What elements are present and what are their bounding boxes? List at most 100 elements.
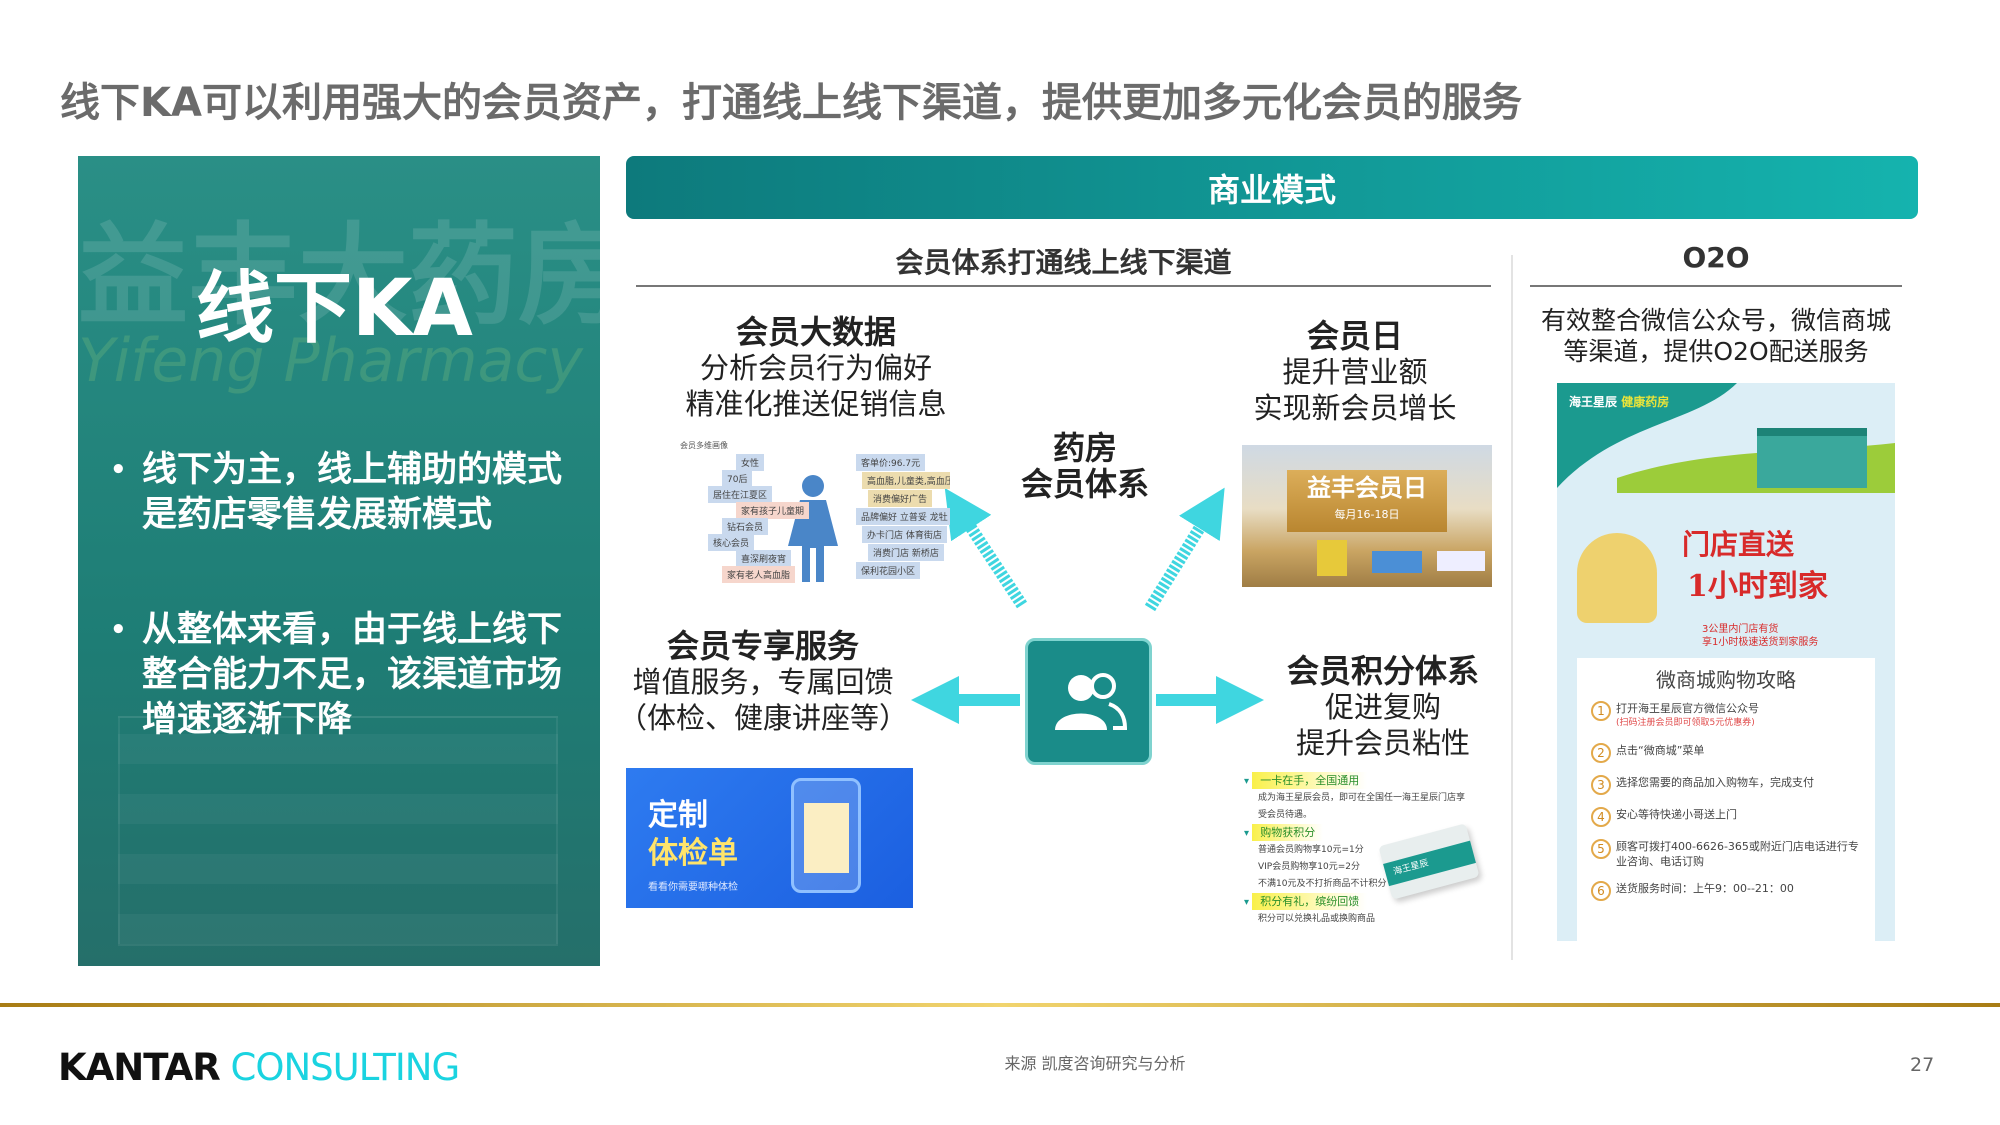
block-line: 精准化推送促销信息 (685, 387, 947, 421)
arrow-up-right (1144, 487, 1225, 612)
step-number: 2 (1591, 743, 1611, 763)
step-number: 5 (1591, 839, 1611, 859)
poster-slogan1: 门店直送 (1682, 528, 1795, 561)
step-number: 1 (1591, 701, 1611, 721)
points-item: ▾ 购物获积分 (1244, 824, 1489, 842)
bullet: •线下为主，线上辅助的模式是药店零售发展新模式 (110, 448, 590, 538)
block-line: 促进复购 (1324, 690, 1441, 724)
step-text: 点击“微商城”菜单 (1616, 744, 1705, 757)
block-line: 增值服务，专属回馈 (632, 665, 894, 699)
shelf-photo (118, 716, 558, 946)
persona-tag: 消费偏好广告 (868, 490, 933, 507)
bullet: •从整体来看，由于线上线下整合能力不足，该渠道市场增速逐渐下降 (110, 608, 590, 743)
step-note: (扫码注册会员即可领取5元优惠券) (1616, 718, 1755, 728)
logo-kantar: KANTAR (58, 1046, 221, 1089)
bullet-text: 线下为主，线上辅助的模式是药店零售发展新模式 (142, 450, 563, 535)
persona-caption: 会员多维画像 (680, 441, 728, 450)
logo-consulting: CONSULTING (230, 1046, 461, 1089)
block-title: 会员大数据 (735, 313, 896, 351)
banner-sub: 每月16-18日 (1334, 508, 1400, 521)
persona-tag: 品牌偏好 立普妥 龙牡 (856, 508, 950, 525)
source-note: 来源 凯度咨询研究与分析 (1004, 1054, 1186, 1073)
poster-note: 享1小时极速送货到家服务 (1702, 637, 1819, 648)
step-number: 4 (1591, 807, 1611, 827)
points-block: 会员积分体系 促进复购 提升会员粘性 (1233, 653, 1533, 761)
kantar-logo: KANTAR CONSULTING (58, 1046, 461, 1089)
poster-note: 3公里内门店有货 (1702, 624, 1779, 635)
section-title: 会员体系打通线上线下渠道 (895, 246, 1232, 279)
banner-title: 益丰会员日 (1307, 474, 1427, 502)
banner-line2: 体检单 (648, 836, 738, 871)
guide-step: 6 送货服务时间：上午9：00--21：00 (1591, 881, 1865, 901)
block-line: （体检、健康讲座等） (617, 701, 908, 735)
vertical-divider (1511, 255, 1513, 960)
persona-tag: 家有老人高血脂 (722, 566, 796, 583)
page-title: 线下KA可以利用强大的会员资产，打通线上线下渠道，提供更加多元化会员的服务 (60, 80, 1522, 126)
poster-slogan2: 1小时到家 (1687, 569, 1828, 604)
arrow-up-left (944, 487, 1028, 609)
banner-sub: 看看你需要哪种体检 (648, 882, 738, 893)
left-panel: 益丰大药房 Yifeng Pharmacy 线下KA •线下为主，线上辅助的模式… (78, 156, 600, 966)
points-heading: 积分有礼，缤纷回馈 (1252, 893, 1368, 910)
member-system-icon-box (1025, 638, 1152, 765)
persona-tag: 核心会员 (708, 534, 755, 551)
persona-tag: 办卡门店 体育街店 (862, 526, 947, 543)
step-text: 顾客可拨打400-6626-365或附近门店电话进行专业咨询、电话订购 (1616, 840, 1859, 868)
business-model-header: 商业模式 (626, 156, 1918, 219)
page-number: 27 (1910, 1054, 1935, 1076)
guide-step: 2 点击“微商城”菜单 (1591, 743, 1865, 763)
points-text: 受会员待遇。 (1258, 810, 1313, 820)
left-heading: 线下KA (196, 264, 473, 354)
points-text: VIP会员购物享10元=2分 (1258, 862, 1360, 872)
step-number: 6 (1591, 881, 1611, 901)
points-heading: 购物获积分 (1252, 824, 1324, 841)
o2o-title: O2O (1682, 241, 1750, 274)
divider (1530, 285, 1902, 287)
persona-tag: 消费门店 新桥店 (868, 544, 944, 561)
guide-title: 微商城购物攻略 (1656, 668, 1796, 692)
desc-line: 等渠道，提供O2O配送服务 (1563, 337, 1869, 366)
step-text: 送货服务时间：上午9：00--21：00 (1616, 882, 1794, 895)
center-line: 药房 (1052, 429, 1117, 467)
points-item: ▾ 积分有礼，缤纷回馈 (1244, 893, 1489, 911)
poster-brand2: 健康药房 (1621, 395, 1670, 409)
center-line: 会员体系 (1020, 465, 1149, 503)
footer-divider (0, 1003, 2000, 1007)
bullet-text: 从整体来看，由于线上线下整合能力不足，该渠道市场增速逐渐下降 (142, 610, 563, 740)
block-line: 提升会员粘性 (1295, 726, 1470, 760)
banner-line1: 定制 (648, 798, 708, 833)
persona-tag: 喜深刷夜宵 (736, 550, 792, 567)
points-heading: 一卡在手，全国通用 (1252, 772, 1368, 789)
users-icon (1054, 672, 1127, 730)
points-text: 积分可以兑换礼品或换购商品 (1258, 914, 1376, 924)
block-line: 实现新会员增长 (1253, 391, 1457, 425)
points-text: 普通会员购物享10元=1分 (1258, 845, 1364, 855)
member-day-block: 会员日 提升营业额 实现新会员增长 (1205, 318, 1505, 426)
member-day-banner: 益丰会员日 每月16-18日 (1242, 445, 1492, 587)
persona-tag: 女性 (736, 454, 765, 471)
banner-plate: 益丰会员日 每月16-18日 (1287, 470, 1447, 532)
block-line: 分析会员行为偏好 (699, 351, 932, 385)
persona-tag: 保利花园小区 (856, 562, 921, 579)
checkup-banner: 定制 体检单 看看你需要哪种体检 (626, 768, 913, 908)
block-title: 会员积分体系 (1286, 652, 1479, 690)
courier-illustration (1577, 533, 1657, 623)
step-number: 3 (1591, 775, 1611, 795)
persona-tag: 居住在江夏区 (708, 486, 773, 503)
poster-brand: 海王星辰 (1569, 395, 1618, 409)
exclusive-block: 会员专享服务 增值服务，专属回馈 （体检、健康讲座等） (613, 628, 913, 736)
block-line: 提升营业额 (1282, 355, 1428, 389)
guide-step: 3 选择您需要的商品加入购物车，完成支付 (1591, 775, 1865, 795)
card-brand: 海王星辰 (1383, 840, 1476, 887)
points-text: 不满10元及不打折商品不计积分 (1258, 879, 1387, 889)
o2o-description: 有效整合微信公众号，微信商城 等渠道，提供O2O配送服务 (1530, 305, 1902, 367)
block-title: 会员专享服务 (666, 627, 859, 665)
step-text: 安心等待快递小哥送上门 (1616, 808, 1737, 821)
step-text: 选择您需要的商品加入购物车，完成支付 (1616, 776, 1814, 789)
block-title: 会员日 (1306, 317, 1403, 355)
